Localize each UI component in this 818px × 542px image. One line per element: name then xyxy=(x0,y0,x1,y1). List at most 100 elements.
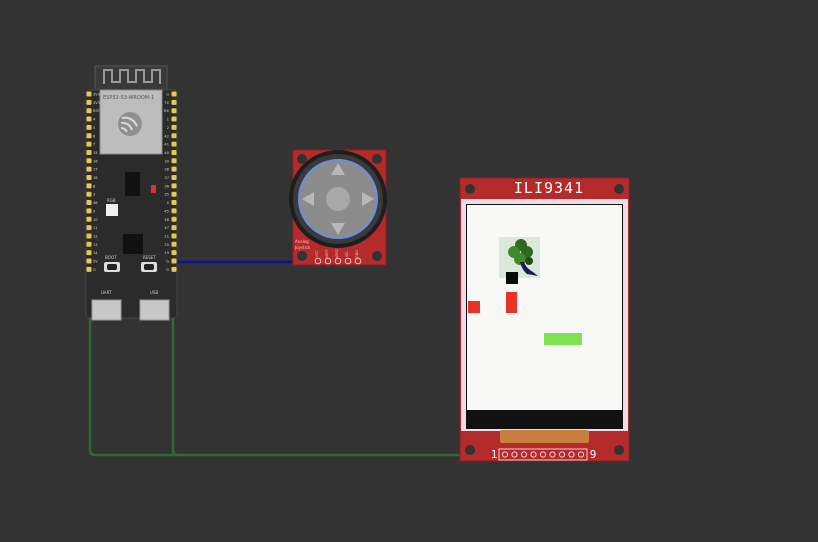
esp-pin-label: 46 xyxy=(93,201,98,205)
esp-pin-label: 3V3 xyxy=(93,93,100,97)
esp-pin-right-20[interactable] xyxy=(171,258,177,264)
esp-pin-label: 8 xyxy=(93,184,96,188)
joystick-label-1: Analog xyxy=(295,239,309,244)
rgb-led xyxy=(106,204,118,216)
display-pin[interactable] xyxy=(558,451,566,458)
esp-pin-label: 0 xyxy=(167,201,170,205)
joystick-pin[interactable] xyxy=(324,257,332,265)
usb-uart-chip xyxy=(123,234,143,254)
display-pin[interactable] xyxy=(577,451,585,458)
esp-pin-right-4[interactable] xyxy=(171,124,177,130)
esp-pin-right-3[interactable] xyxy=(171,116,177,122)
esp-pin-left-1[interactable] xyxy=(86,99,92,105)
esp-pin-right-15[interactable] xyxy=(171,216,177,222)
esp-pin-left-18[interactable] xyxy=(86,241,92,247)
joystick-pin[interactable] xyxy=(354,257,362,265)
esp-pin-label: G xyxy=(93,268,96,272)
screen-area xyxy=(467,205,622,410)
esp-pin-right-0[interactable] xyxy=(171,91,177,97)
esp-pin-left-13[interactable] xyxy=(86,200,92,206)
esp-pin-right-9[interactable] xyxy=(171,166,177,172)
ground-wire-left[interactable] xyxy=(88,292,500,457)
esp-pin-left-7[interactable] xyxy=(86,149,92,155)
ground-wire-right[interactable] xyxy=(171,292,179,457)
esp-pin-label: 4 xyxy=(93,118,96,122)
esp-pin-right-13[interactable] xyxy=(171,200,177,206)
joystick-pin-label: GND xyxy=(355,250,359,258)
esp32-board[interactable]: ESP32-S3-WROOM-1 RGB BOOT RESET UART USB… xyxy=(85,65,178,321)
esp-pin-left-0[interactable] xyxy=(86,91,92,97)
esp-pin-right-16[interactable] xyxy=(171,225,177,231)
esp-pin-right-21[interactable] xyxy=(171,266,177,272)
mount-hole xyxy=(614,445,624,455)
esp-pin-right-7[interactable] xyxy=(171,149,177,155)
boot-label: BOOT xyxy=(105,255,117,260)
display-pin[interactable] xyxy=(530,451,537,458)
joystick-pin[interactable] xyxy=(314,257,322,265)
esp-pin-right-11[interactable] xyxy=(171,183,177,189)
joystick-center[interactable] xyxy=(326,187,350,211)
esp-pin-right-10[interactable] xyxy=(171,175,177,180)
display-pin[interactable] xyxy=(511,451,518,458)
esp-pin-label: 16 xyxy=(93,159,98,163)
display-pin[interactable] xyxy=(501,451,509,458)
mount-hole xyxy=(465,445,475,455)
game-screen xyxy=(467,205,622,410)
esp-pin-right-14[interactable] xyxy=(171,208,177,214)
esp-pin-label: 42 xyxy=(164,134,169,138)
esp-pin-left-20[interactable] xyxy=(86,258,92,264)
esp-pin-label: 12 xyxy=(93,234,98,238)
esp-pin-left-21[interactable] xyxy=(86,266,92,272)
esp-pin-right-5[interactable] xyxy=(171,133,177,139)
esp-pin-label: 37 xyxy=(164,176,169,180)
esp-pin-left-14[interactable] xyxy=(86,208,92,214)
esp-pin-right-18[interactable] xyxy=(171,241,177,247)
flex-connector xyxy=(500,430,589,443)
obstacle-block xyxy=(506,272,518,284)
esp-pin-left-9[interactable] xyxy=(86,166,92,172)
ili9341-display[interactable]: ILI9341 1 9 xyxy=(459,177,630,462)
arrow-right-icon xyxy=(362,192,374,206)
esp-module-label: ESP32-S3-WROOM-1 xyxy=(103,95,154,101)
esp-pin-left-3[interactable] xyxy=(86,116,92,122)
esp-pin-label: 15 xyxy=(93,151,98,155)
esp-pin-right-19[interactable] xyxy=(171,250,177,256)
esp-pin-left-11[interactable] xyxy=(86,183,92,189)
joystick-pin[interactable] xyxy=(334,257,342,265)
esp-pin-right-17[interactable] xyxy=(171,233,177,239)
esp-pin-label: 2 xyxy=(167,126,169,130)
esp-pin-label: 5 xyxy=(93,126,95,130)
esp-pin-label: 3 xyxy=(93,193,95,197)
esp-pin-left-19[interactable] xyxy=(86,250,92,256)
esp-pin-right-1[interactable] xyxy=(171,99,177,105)
display-pin[interactable] xyxy=(520,451,528,458)
esp-pin-right-8[interactable] xyxy=(171,158,177,164)
display-pin[interactable] xyxy=(539,451,547,458)
esp-pin-left-6[interactable] xyxy=(86,141,92,147)
esp-pin-left-8[interactable] xyxy=(86,158,92,164)
esp-pin-left-12[interactable] xyxy=(86,191,92,197)
player-sprite xyxy=(506,292,517,313)
esp-pin-right-2[interactable] xyxy=(171,108,177,114)
esp-pin-left-4[interactable] xyxy=(86,124,92,130)
pin-end-label: 9 xyxy=(590,448,597,461)
display-pin[interactable] xyxy=(549,451,556,458)
usb-port[interactable] xyxy=(139,299,170,321)
esp-pin-label: 3V3 xyxy=(93,101,100,105)
esp-pin-left-15[interactable] xyxy=(86,216,92,222)
esp-pin-left-17[interactable] xyxy=(86,233,92,239)
display-pin[interactable] xyxy=(568,451,575,458)
joystick-pin[interactable] xyxy=(344,257,352,265)
esp-pin-left-10[interactable] xyxy=(86,175,92,180)
esp-pin-left-16[interactable] xyxy=(86,225,92,231)
esp-pin-right-6[interactable] xyxy=(171,141,177,147)
esp-pin-label: 36 xyxy=(164,184,169,188)
esp-pin-label: 17 xyxy=(93,168,98,172)
esp-pin-left-5[interactable] xyxy=(86,133,92,139)
esp-pin-left-2[interactable] xyxy=(86,108,92,114)
uart-usb-port[interactable] xyxy=(91,299,122,321)
esp-pin-right-12[interactable] xyxy=(171,191,177,197)
